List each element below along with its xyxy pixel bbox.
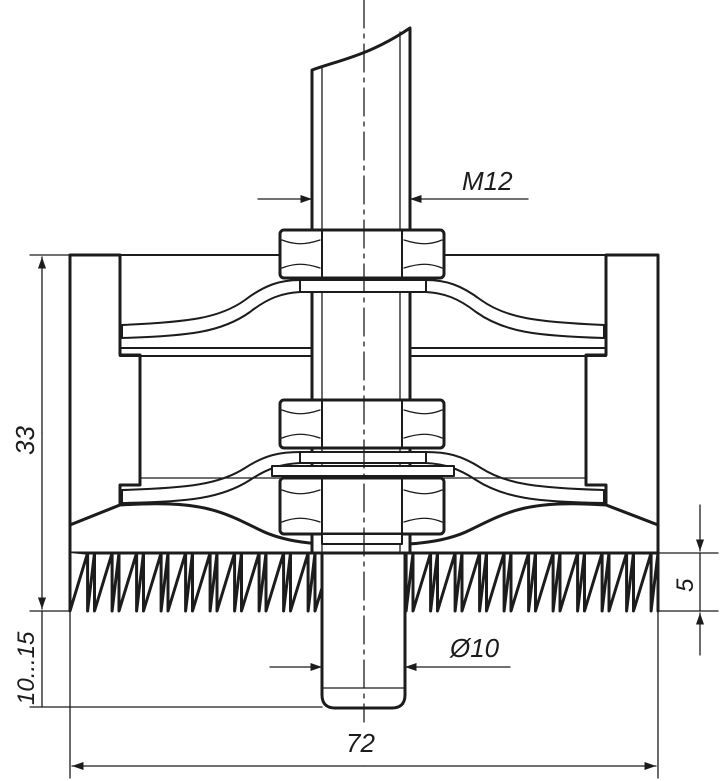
upper-nut — [278, 228, 446, 280]
lower-washer — [271, 465, 455, 477]
dim-outer-diameter-label: 72 — [346, 728, 375, 758]
dim-shank-length-label: 10...15 — [13, 631, 40, 705]
dim-outer-diameter: 72 — [69, 552, 659, 779]
upper-washer — [299, 279, 427, 293]
dim-height: 33 — [10, 254, 71, 612]
lower-nut — [278, 476, 446, 545]
dim-tooth-depth: 5 — [657, 504, 719, 656]
dim-shank-length: 10...15 — [13, 610, 323, 708]
dim-shank-diameter-label: Ø10 — [449, 633, 500, 663]
dim-shank-diameter: Ø10 — [269, 633, 511, 672]
dim-thread: M12 — [257, 166, 529, 216]
dim-tooth-depth-label: 5 — [672, 578, 699, 592]
dim-thread-label: M12 — [462, 166, 513, 196]
dim-height-label: 33 — [10, 426, 40, 455]
cup-wall-left — [68, 253, 142, 527]
cup-wall-right — [584, 253, 660, 527]
middle-washer — [299, 451, 427, 464]
middle-nut — [278, 398, 446, 450]
